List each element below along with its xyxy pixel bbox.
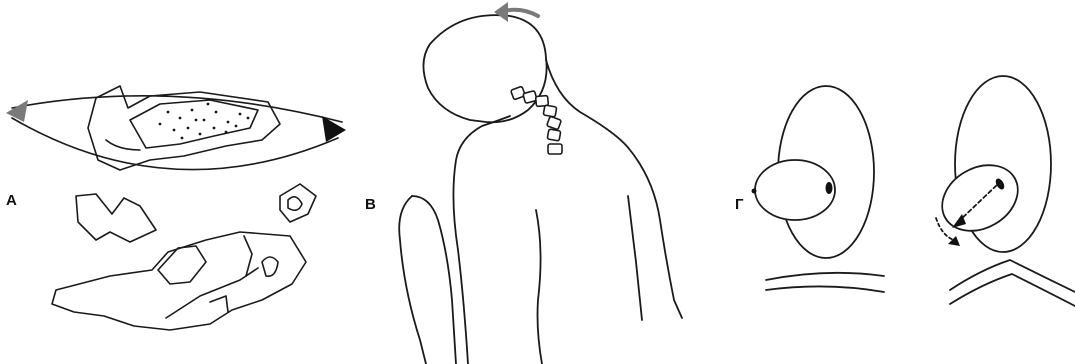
atlas-facet bbox=[106, 140, 140, 150]
transverse-right bbox=[280, 184, 316, 222]
neck-left bbox=[453, 116, 510, 364]
arrowhead-left-gray bbox=[6, 100, 28, 122]
shoulder-right bbox=[546, 60, 682, 318]
label-b: B bbox=[365, 196, 376, 213]
vertebra-5 bbox=[547, 116, 562, 130]
left-pupil bbox=[826, 182, 833, 194]
left-inner-ellipse bbox=[755, 160, 835, 220]
transverse-left bbox=[76, 194, 156, 242]
left-marker-dot bbox=[752, 189, 757, 194]
label-g: Г bbox=[735, 196, 744, 213]
vertebra-6 bbox=[547, 129, 561, 141]
vertebrae-drawing bbox=[0, 0, 360, 364]
head-rotation-arrowhead bbox=[494, 2, 508, 22]
arm-left-outer bbox=[399, 196, 426, 364]
axis-notch bbox=[210, 296, 228, 312]
back-line bbox=[536, 210, 542, 364]
left-ground-line-2 bbox=[766, 286, 884, 292]
axis-facet bbox=[262, 257, 278, 276]
eye-diagrams-drawing bbox=[730, 0, 1075, 364]
axis-spine bbox=[166, 268, 258, 318]
cervical-spine bbox=[511, 86, 562, 154]
foramen-right bbox=[288, 197, 302, 210]
right-ground-line-1 bbox=[950, 260, 1075, 292]
vertebra-7 bbox=[548, 144, 562, 154]
rotation-arc-upper bbox=[12, 96, 342, 122]
arm-left-inner bbox=[412, 196, 456, 364]
vertebra-2 bbox=[523, 91, 537, 104]
atlas-outline bbox=[88, 86, 280, 170]
axis-dens bbox=[158, 246, 206, 284]
panel-g-eye-diagrams bbox=[730, 0, 1075, 364]
head-outline bbox=[423, 15, 546, 122]
axis-edge bbox=[244, 236, 252, 276]
panel-a-vertebrae bbox=[0, 0, 360, 364]
label-a: A bbox=[6, 192, 17, 209]
arm-right bbox=[628, 196, 642, 320]
head-neck-drawing bbox=[360, 0, 740, 364]
vertebra-4 bbox=[543, 105, 557, 117]
right-inner-ellipse bbox=[930, 152, 1029, 244]
axis-outline bbox=[52, 232, 306, 330]
atlas-inner bbox=[130, 100, 258, 148]
vertebra-1 bbox=[511, 86, 526, 100]
left-ground-line-1 bbox=[766, 273, 884, 280]
panel-b-head-neck bbox=[360, 0, 740, 364]
dens-stipple bbox=[159, 103, 250, 140]
